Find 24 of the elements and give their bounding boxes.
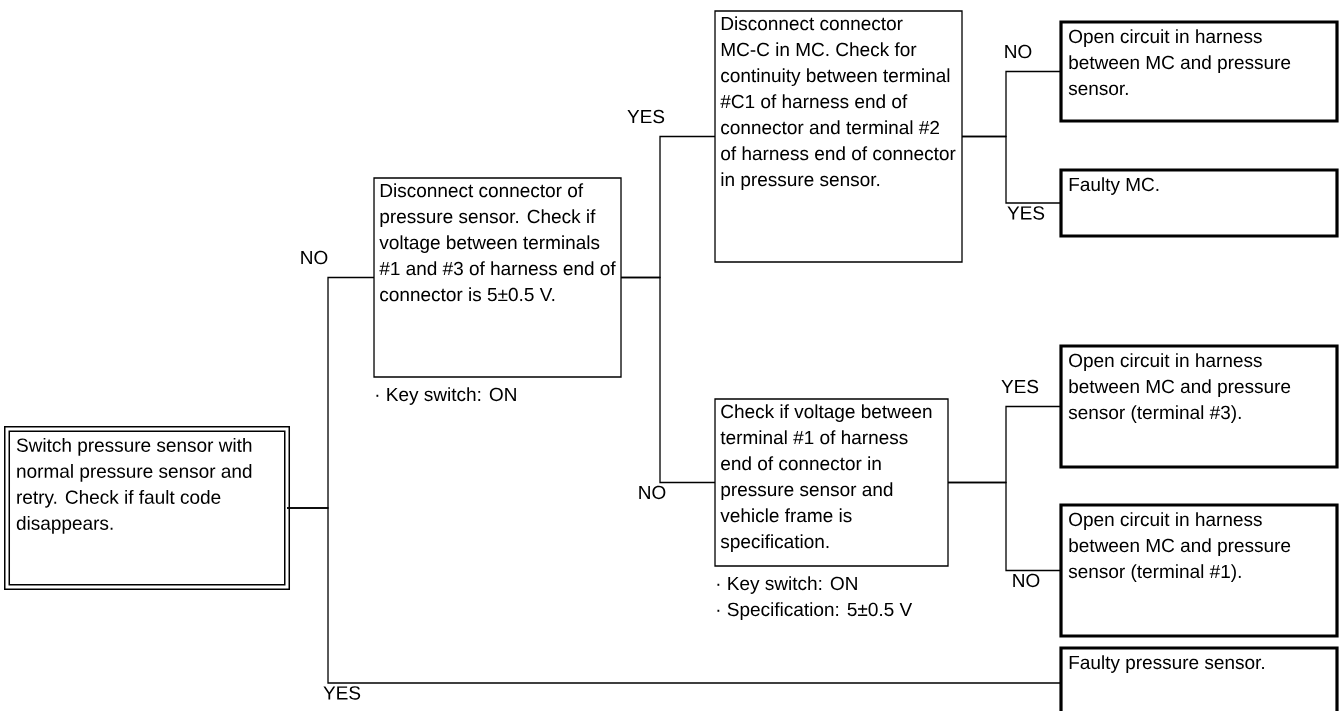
connector-line	[620, 276, 716, 484]
result-box: Open circuit in harness between MC and pressure sensor (terminal #1).	[1059, 503, 1339, 638]
connector-line	[286, 507, 1062, 684]
condition-note: · Specification: 5±0.5 V	[717, 602, 913, 620]
connector-line	[947, 481, 1062, 572]
result-box: Faulty pressure sensor.	[1059, 646, 1339, 711]
process-box: Check if voltage between terminal #1 of harness end of connector in pressure sensor and vehicle frame is specification.	[714, 398, 949, 567]
edge-label: NO	[1013, 573, 1040, 588]
result-box: Open circuit in harness between MC and pressure sensor.	[1059, 20, 1339, 123]
edge-label: NO	[639, 485, 666, 500]
result-box: Faulty MC.	[1059, 168, 1339, 238]
edge-label: NO	[301, 250, 328, 265]
edge-label: YES	[323, 686, 361, 700]
condition-note: · Key switch: ON	[717, 576, 857, 594]
result-box: Open circuit in harness between MC and pressure sensor (terminal #3).	[1059, 344, 1339, 469]
edge-label: YES	[627, 109, 665, 124]
process-box: Disconnect connector MC-C in MC. Check for continuity between terminal #C1 of harness end of connector and terminal #2 of harness end of connector in pressure sensor.	[714, 10, 963, 263]
process-box: Disconnect connector of pressure sensor. Check if voltage between terminals #1 and #3 of harness end of connector is 5±0.5 V.	[373, 177, 622, 378]
edge-label: YES	[1001, 379, 1039, 394]
connector-line	[961, 135, 1062, 204]
condition-note: · Key switch: ON	[376, 387, 516, 405]
start-box: Switch pressure sensor with normal pressure sensor and retry. Check if fault code disappears.	[4, 426, 290, 590]
edge-label: YES	[1007, 206, 1045, 220]
edge-label: NO	[1005, 44, 1032, 59]
